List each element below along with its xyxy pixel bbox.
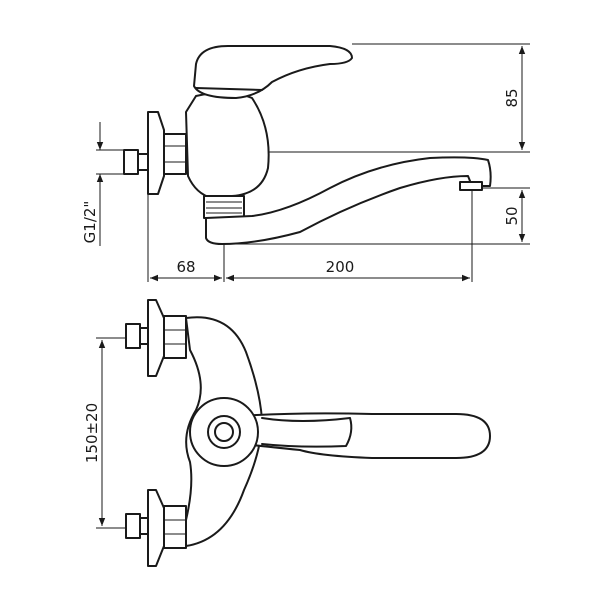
- dim-label-spacing: 150±20: [83, 403, 101, 463]
- wall-flange: [147, 111, 165, 195]
- top-inlet-upper: [125, 299, 187, 377]
- inlet-pipe-stub: [123, 149, 149, 175]
- hex-nut: [163, 133, 187, 175]
- dim-label-68: 68: [176, 258, 195, 276]
- side-view: 85 50 68 200 G1/2": [81, 43, 530, 282]
- top-inlet-lower: [125, 489, 187, 567]
- aerator: [459, 181, 483, 191]
- spout-collar: [203, 195, 245, 219]
- dim-label-200: 200: [326, 258, 355, 276]
- top-view: 150±20: [83, 299, 491, 567]
- dim-label-thread: G1/2": [81, 201, 99, 244]
- dim-label-85: 85: [503, 88, 521, 107]
- dim-label-50: 50: [503, 206, 521, 225]
- handle-lever: [193, 44, 353, 99]
- mixer-body: [185, 91, 270, 199]
